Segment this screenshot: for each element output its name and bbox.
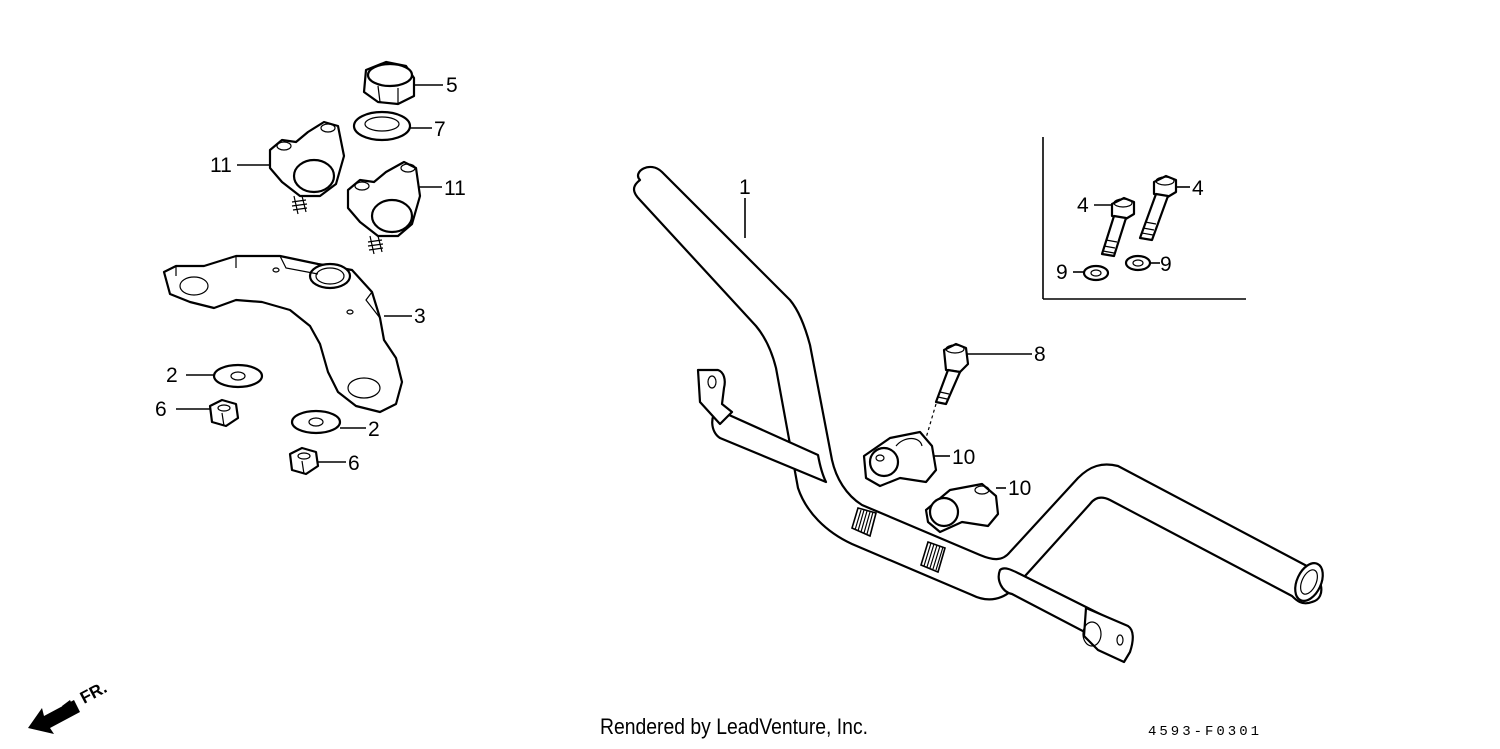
nut-6-right-part[interactable] [288,446,320,476]
callout-11-right: 11 [444,177,466,200]
bolt-8-part[interactable] [934,342,970,406]
front-direction-label: FR. [77,678,110,708]
callout-5: 5 [446,74,458,97]
upper-holder-10-rear-part[interactable] [924,482,1000,534]
handlebar-plate-part[interactable] [162,254,404,414]
callout-2-left: 2 [166,364,178,387]
callout-3: 3 [414,305,426,328]
handlebar-holder-part-right[interactable] [346,160,422,255]
callout-10-upper: 10 [952,446,975,469]
handlebar-holder-part-left[interactable] [268,120,346,215]
bolt-4-right-part[interactable] [1138,174,1178,242]
callout-10-lower: 10 [1008,477,1031,500]
callout-1: 1 [739,176,751,199]
inset-box [1042,137,1246,300]
callout-9-left: 9 [1056,261,1068,284]
washer-part[interactable] [352,110,412,142]
callout-2-right: 2 [368,418,380,441]
callout-7: 7 [434,118,446,141]
callout-6-right: 6 [348,452,360,475]
render-credit: Rendered by LeadVenture, Inc. [600,714,869,739]
washer-9-right-part[interactable] [1124,254,1152,272]
washer-9-left-part[interactable] [1082,264,1110,282]
callout-9-right: 9 [1160,253,1172,276]
callout-6-left: 6 [155,398,167,421]
diagram-code: 4593-F0301 [1148,724,1263,740]
callout-11-left: 11 [210,154,232,177]
cap-nut-part[interactable] [362,60,416,106]
handlebar-part[interactable] [632,165,1328,664]
callout-8: 8 [1034,343,1046,366]
nut-6-left-part[interactable] [208,398,240,428]
upper-holder-10-front-part[interactable] [862,430,938,488]
callout-4-right: 4 [1192,177,1204,200]
arrow-left-down-icon [28,700,80,734]
callout-4-left: 4 [1077,194,1089,217]
washer-2-left-part[interactable] [212,363,264,389]
bolt-4-left-part[interactable] [1100,196,1136,258]
washer-2-right-part[interactable] [290,409,342,435]
